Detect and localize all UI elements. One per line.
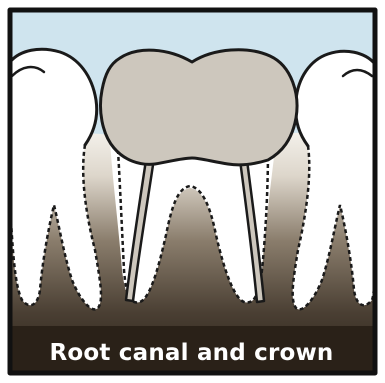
crown [101, 50, 297, 165]
caption-text: Root canal and crown [14, 333, 369, 373]
